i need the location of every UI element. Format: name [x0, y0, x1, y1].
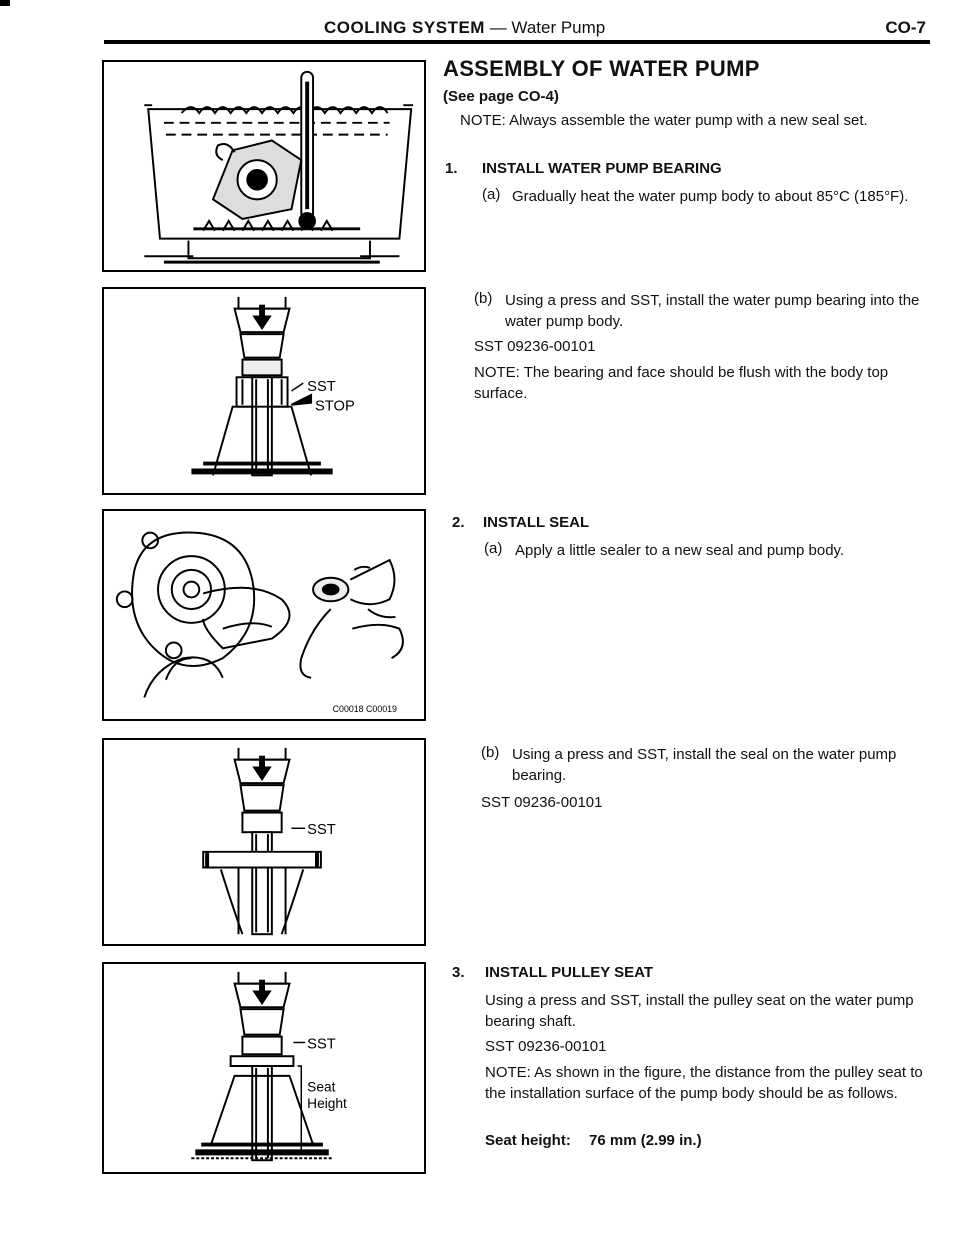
- header-rule: [104, 40, 930, 44]
- step-2-sst: SST 09236-00101: [481, 794, 603, 811]
- spec-value: 76 mm (2.99 in.): [589, 1132, 702, 1149]
- spec-label: Seat height:: [485, 1132, 571, 1149]
- step-1a-text: Gradually heat the water pump body to ab…: [512, 188, 909, 205]
- section-note: NOTE: Always assemble the water pump wit…: [460, 112, 868, 129]
- label-sst: SST: [307, 1036, 336, 1052]
- step-2-title: INSTALL SEAL: [483, 514, 590, 531]
- step-2a-label: (a): [484, 540, 503, 557]
- step-1-title: INSTALL WATER PUMP BEARING: [482, 160, 722, 177]
- step-1b-label: (b): [474, 290, 493, 307]
- page-corner-mark: [0, 0, 10, 6]
- figure-apply-sealer: C00018 C00019: [102, 509, 426, 721]
- step-2b-label: (b): [481, 744, 500, 761]
- step-3-spec: Seat height: 76 mm (2.99 in.): [485, 1130, 932, 1151]
- figure-install-seal: SST: [102, 738, 426, 946]
- press-seal-illustration: SST: [202, 747, 336, 936]
- step-1-sst: SST 09236-00101: [474, 338, 596, 355]
- label-sst: SST: [307, 379, 336, 395]
- figure-install-bearing: SST STOP: [102, 287, 426, 495]
- label-height: Height: [307, 1096, 347, 1111]
- label-seat: Seat: [307, 1080, 335, 1095]
- step-1-number: 1.: [445, 160, 458, 177]
- label-stop: STOP: [315, 399, 355, 415]
- page-header: COOLING SYSTEM — Water Pump CO-7: [104, 18, 930, 42]
- figure-codes-caption: C00018 C00019: [333, 704, 397, 714]
- sealer-application-illustration: C00018 C00019: [115, 531, 404, 714]
- step-1-note: NOTE: The bearing and face should be flu…: [474, 364, 889, 402]
- step-1b-text: Using a press and SST, install the water…: [505, 292, 920, 330]
- see-page-reference: (See page CO-4): [443, 88, 559, 105]
- step-3-title: INSTALL PULLEY SEAT: [485, 964, 654, 981]
- press-pulley-seat-illustration: SST Seat Height: [191, 971, 347, 1162]
- step-2a-text: Apply a little sealer to a new seal and …: [515, 542, 845, 559]
- step-3-sst: SST 09236-00101: [485, 1038, 607, 1055]
- figure-install-pulley-seat: SST Seat Height: [102, 962, 426, 1174]
- heating-bath-illustration: [144, 70, 414, 264]
- press-bearing-illustration: SST STOP: [191, 296, 355, 477]
- step-2-number: 2.: [452, 514, 465, 531]
- figure-heating-pump-body: [102, 60, 426, 272]
- step-3-note: NOTE: As shown in the figure, the distan…: [485, 1064, 923, 1102]
- section-heading: ASSEMBLY OF WATER PUMP: [443, 56, 760, 81]
- header-title-subsection: — Water Pump: [484, 18, 606, 37]
- step-3-text: Using a press and SST, install the pulle…: [485, 992, 914, 1030]
- label-sst: SST: [307, 822, 336, 838]
- step-3-number: 3.: [452, 964, 465, 981]
- header-title-section: COOLING SYSTEM: [324, 18, 485, 37]
- page-code: CO-7: [885, 18, 926, 37]
- step-1a-label: (a): [482, 186, 501, 203]
- step-2b-text: Using a press and SST, install the seal …: [512, 746, 897, 784]
- header-title: COOLING SYSTEM — Water Pump: [324, 18, 605, 38]
